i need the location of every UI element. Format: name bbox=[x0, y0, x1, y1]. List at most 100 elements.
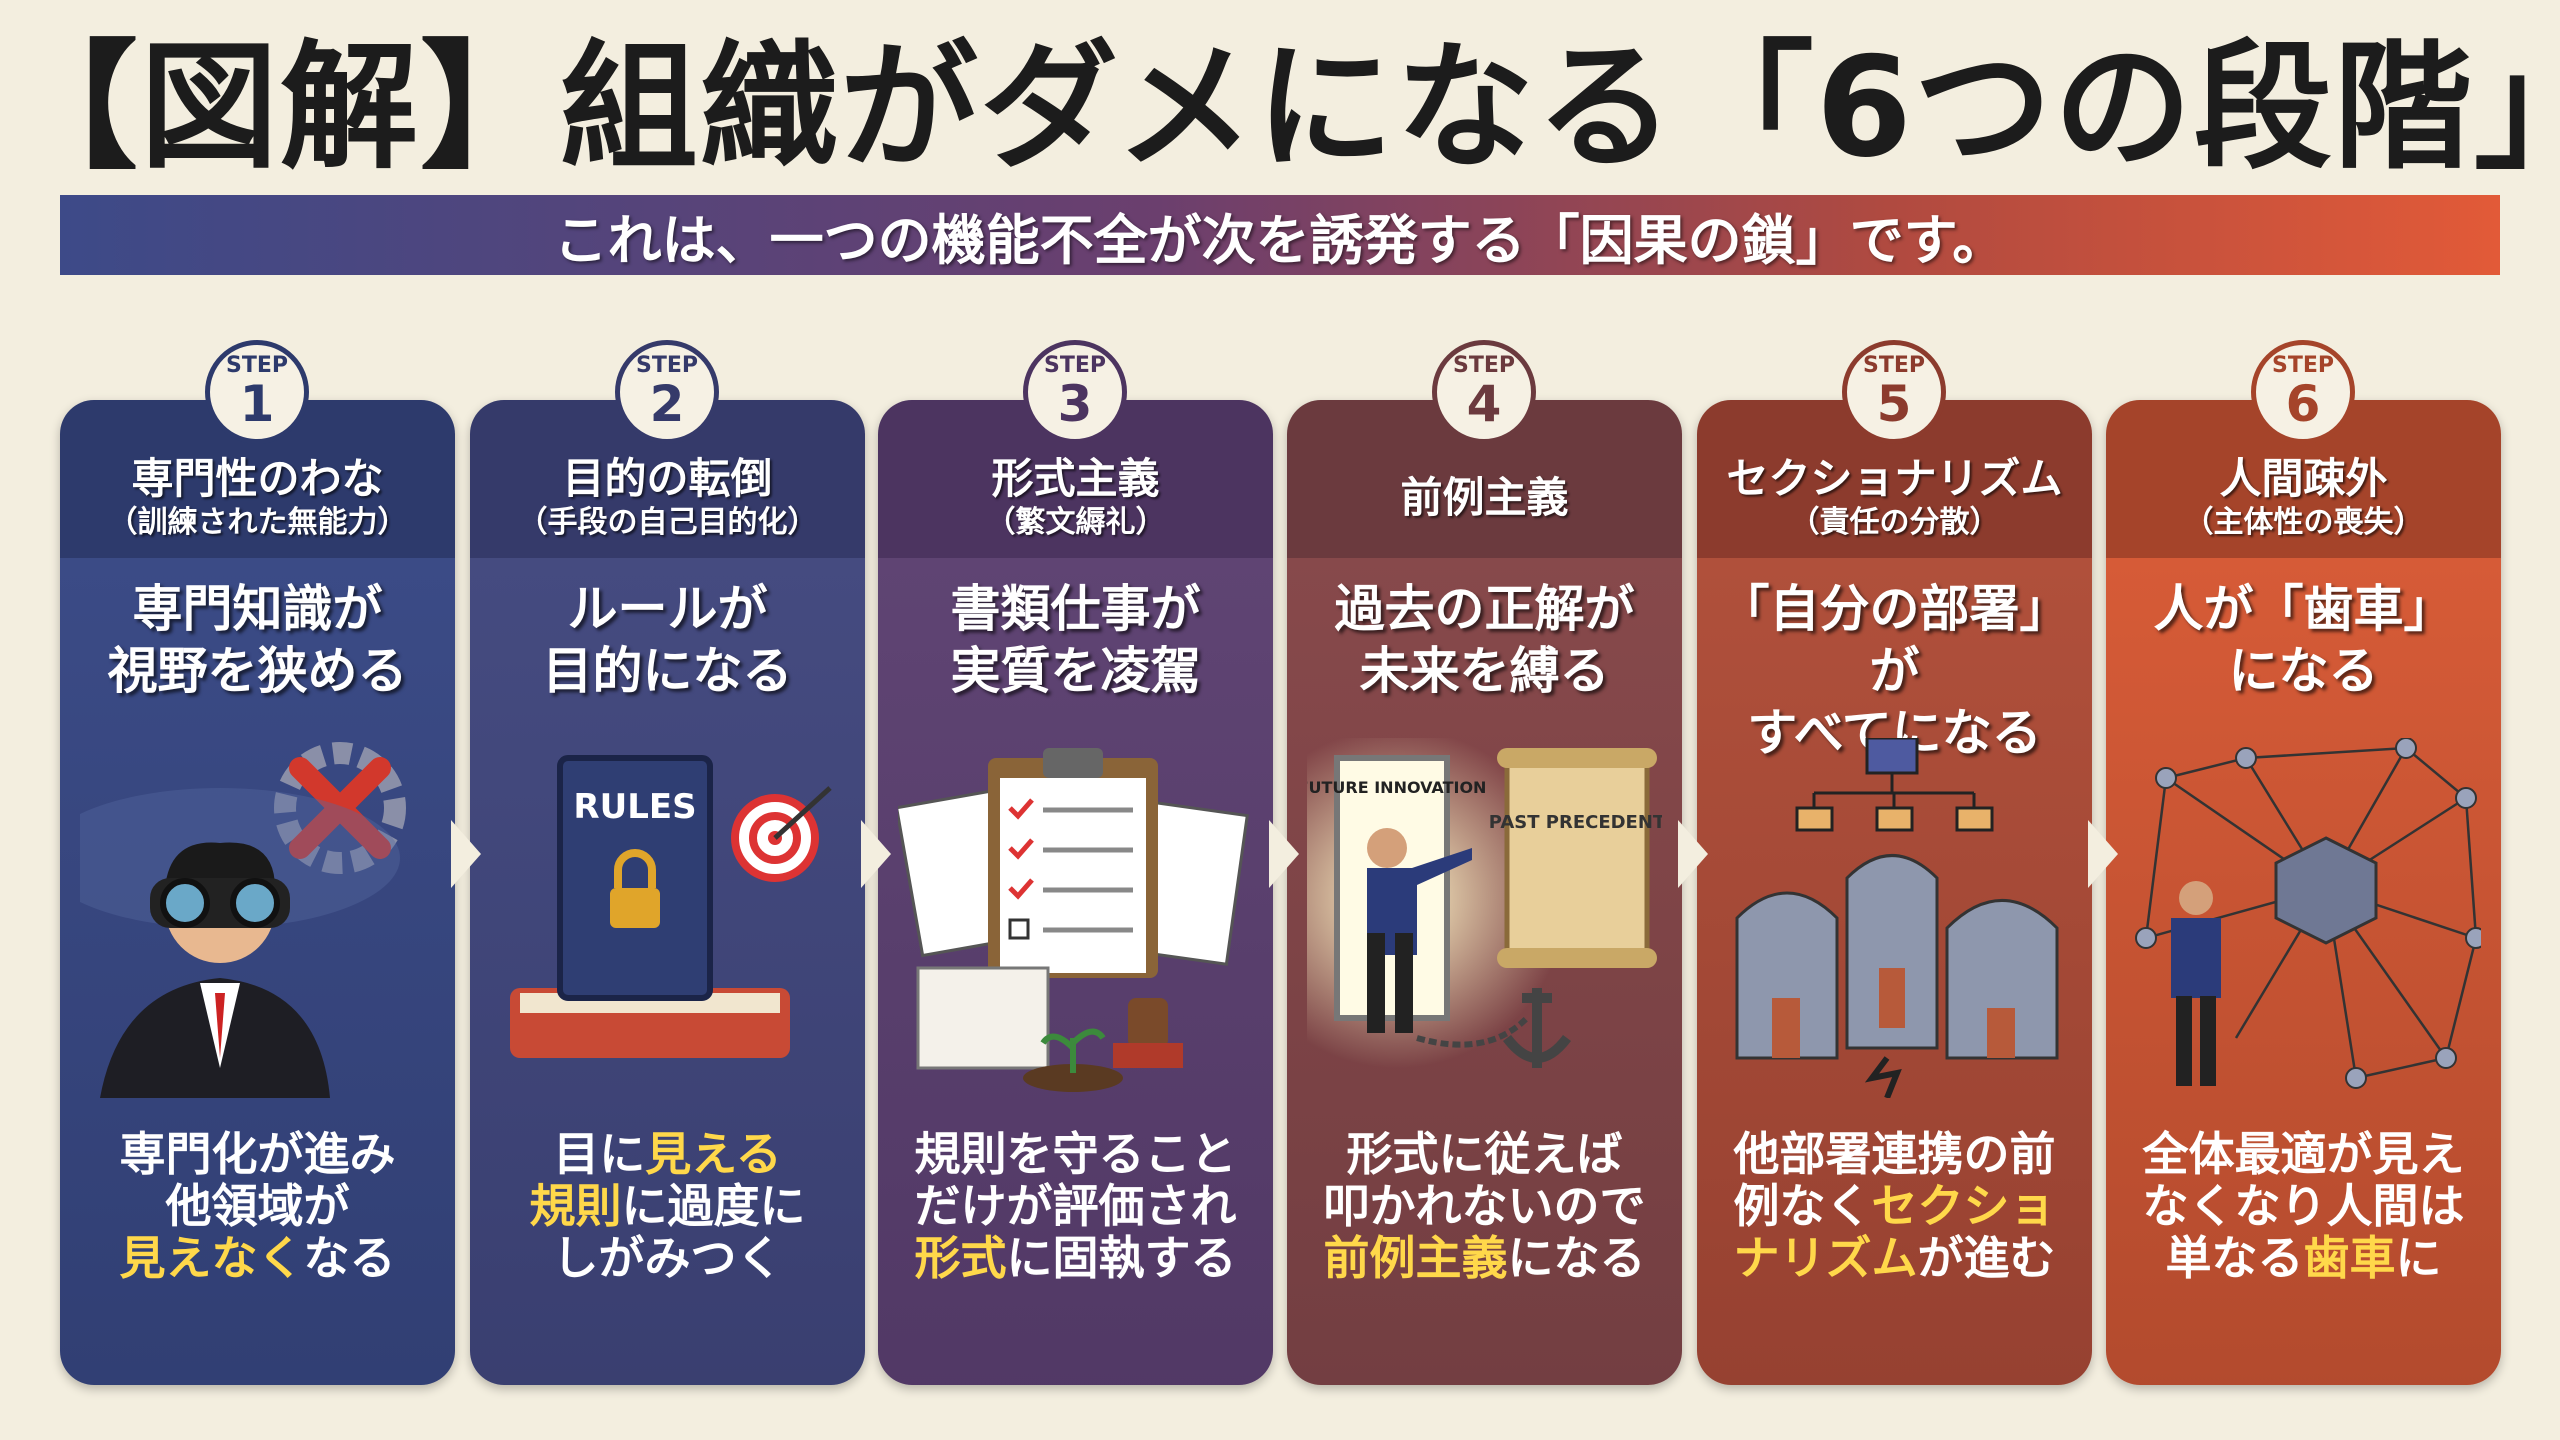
chevron-right-icon bbox=[1269, 820, 1299, 888]
highlight-text: 形式 bbox=[914, 1231, 1007, 1285]
highlight-text: 規則 bbox=[529, 1179, 622, 1233]
headline-line: 未来を縛る bbox=[1359, 642, 1610, 700]
desc-text: 単なる bbox=[2165, 1231, 2304, 1285]
step-card-6: 人間疎外 （主体性の喪失） 人が「歯車」 になる 全体最適が見えなくなり人間は単… bbox=[2106, 400, 2501, 1385]
desc-line: 目に見える bbox=[470, 1128, 865, 1180]
highlight-text: ナリズム bbox=[1733, 1231, 1918, 1285]
card-body: ルールが 目的になる RULES 目に見える規則に過度にしがみつく bbox=[470, 558, 865, 1385]
headline-line: になる bbox=[2228, 642, 2379, 700]
card-header: 形式主義 （繁文縟礼） bbox=[878, 400, 1273, 558]
card-body: 「自分の部署」が すべてになる 他部署連携の前例なくセクショナリズムが進む bbox=[1697, 558, 2092, 1385]
desc-line: 他部署連携の前 bbox=[1697, 1128, 2092, 1180]
subtitle-banner: これは、一つの機能不全が次を誘発する「因果の鎖」です。 bbox=[60, 195, 2500, 275]
desc-line: ナリズムが進む bbox=[1697, 1232, 2092, 1284]
step-number: 3 bbox=[1057, 375, 1093, 433]
step-description: 目に見える規則に過度にしがみつく bbox=[470, 1128, 865, 1284]
highlight-text: 見えなく bbox=[119, 1231, 304, 1285]
desc-line: 叩かれないので bbox=[1287, 1180, 1682, 1232]
chevron-right-icon bbox=[861, 820, 891, 888]
step-number: 4 bbox=[1466, 375, 1502, 433]
desc-text: なくなり人間は bbox=[2142, 1179, 2465, 1233]
rules-label: RULES bbox=[573, 787, 696, 827]
desc-line: 規則を守ること bbox=[878, 1128, 1273, 1180]
subtitle-text: これは、一つの機能不全が次を誘発する「因果の鎖」です。 bbox=[553, 208, 2007, 272]
step-description: 他部署連携の前例なくセクショナリズムが進む bbox=[1697, 1128, 2092, 1284]
step-label: STEP bbox=[1862, 353, 1925, 378]
desc-line: 形式に従えば bbox=[1287, 1128, 1682, 1180]
headline-line: 過去の正解が bbox=[1334, 580, 1635, 638]
headline-line: 目的になる bbox=[542, 642, 793, 700]
desc-text: 形式に従えば bbox=[1346, 1127, 1623, 1181]
desc-text: 専門化が進み bbox=[119, 1127, 396, 1181]
step-headline: 人が「歯車」 になる bbox=[2106, 558, 2501, 702]
headline-line: 実質を凌駕 bbox=[950, 642, 1201, 700]
step-subtitle: （責任の分散） bbox=[1789, 505, 2000, 540]
step-number: 2 bbox=[649, 375, 685, 433]
step-card-3: 形式主義 （繁文縟礼） 書類仕事が 実質を凌駕 規則を守ることだけが評価され形式… bbox=[878, 400, 1273, 1385]
step-headline: 「自分の部署」が すべてになる bbox=[1697, 558, 2092, 764]
page-title: 【図解】組織がダメになる「6つの段階」 bbox=[0, 27, 2560, 188]
card-body: 人が「歯車」 になる 全体最適が見えなくなり人間は単なる歯車に bbox=[2106, 558, 2501, 1385]
desc-text: に bbox=[2395, 1231, 2442, 1285]
desc-text: 叩かれないので bbox=[1323, 1179, 1646, 1233]
desc-text: 規則を守ること bbox=[914, 1127, 1237, 1181]
desc-text: 他部署連携の前 bbox=[1733, 1127, 2056, 1181]
step-name: 目的の転倒 bbox=[562, 454, 773, 503]
step-label: STEP bbox=[1043, 353, 1106, 378]
headline-line: 「自分の部署」が bbox=[1719, 580, 2070, 700]
desc-line: なくなり人間は bbox=[2106, 1180, 2501, 1232]
card-body: 書類仕事が 実質を凌駕 規則を守ることだけが評価され形式に固執する bbox=[878, 558, 1273, 1385]
step-name: 前例主義 bbox=[1400, 473, 1569, 522]
highlight-text: 歯車 bbox=[2303, 1231, 2396, 1285]
desc-line: 例なくセクショ bbox=[1697, 1180, 2092, 1232]
highlight-text: 前例主義 bbox=[1323, 1231, 1508, 1285]
step-name: 形式主義 bbox=[991, 454, 1160, 503]
desc-text: 例なく bbox=[1733, 1179, 1872, 1233]
desc-text: だけが評価され bbox=[914, 1179, 1237, 1233]
step-name: 人間疎外 bbox=[2219, 454, 2388, 503]
headline-line: 専門知識が bbox=[132, 580, 383, 638]
desc-line: だけが評価され bbox=[878, 1180, 1273, 1232]
desc-text: なる bbox=[303, 1231, 396, 1285]
step-illustration bbox=[1717, 736, 2072, 1100]
card-header: セクショナリズム （責任の分散） bbox=[1697, 400, 2092, 558]
step-name: 専門性のわな bbox=[131, 454, 384, 503]
step-card-5: セクショナリズム （責任の分散） 「自分の部署」が すべてになる 他部署連携の前… bbox=[1697, 400, 2092, 1385]
step-subtitle: （手段の自己目的化） bbox=[517, 505, 818, 540]
step-description: 規則を守ることだけが評価され形式に固執する bbox=[878, 1128, 1273, 1284]
step-illustration bbox=[60, 738, 435, 1098]
desc-line: 形式に固執する bbox=[878, 1232, 1273, 1284]
highlight-text: 見える bbox=[645, 1127, 782, 1181]
step-subtitle: （主体性の喪失） bbox=[2183, 505, 2424, 540]
past-precedent-label: PAST PRECEDENT bbox=[1489, 812, 1662, 833]
step-subtitle: （繁文縟礼） bbox=[985, 505, 1166, 540]
desc-line: 見えなくなる bbox=[60, 1232, 455, 1284]
desc-line: 全体最適が見え bbox=[2106, 1128, 2501, 1180]
desc-line: 単なる歯車に bbox=[2106, 1232, 2501, 1284]
step-number: 5 bbox=[1876, 375, 1912, 433]
step-headline: 専門知識が 視野を狭める bbox=[60, 558, 455, 702]
headline-line: 人が「歯車」 bbox=[2153, 580, 2454, 638]
future-innovation-label: FUTURE INNOVATION bbox=[1307, 778, 1486, 797]
step-description: 全体最適が見えなくなり人間は単なる歯車に bbox=[2106, 1128, 2501, 1284]
desc-line: 他領域が bbox=[60, 1180, 455, 1232]
desc-text: に固執する bbox=[1006, 1231, 1237, 1285]
step-headline: 過去の正解が 未来を縛る bbox=[1287, 558, 1682, 702]
desc-text: が進む bbox=[1917, 1231, 2056, 1285]
step-card-1: 専門性のわな （訓練された無能力） 専門知識が 視野を狭める 専門化が進み他領域… bbox=[60, 400, 455, 1385]
desc-line: 専門化が進み bbox=[60, 1128, 455, 1180]
desc-text: 目に bbox=[553, 1127, 646, 1181]
desc-text: 全体最適が見え bbox=[2142, 1127, 2465, 1181]
step-illustration bbox=[2126, 737, 2487, 1098]
chevron-right-icon bbox=[451, 820, 481, 888]
step-card-2: 目的の転倒 （手段の自己目的化） ルールが 目的になる RULES 目に見える規… bbox=[470, 400, 865, 1385]
desc-text: 他領域が bbox=[165, 1179, 350, 1233]
step-subtitle: （訓練された無能力） bbox=[107, 505, 408, 540]
